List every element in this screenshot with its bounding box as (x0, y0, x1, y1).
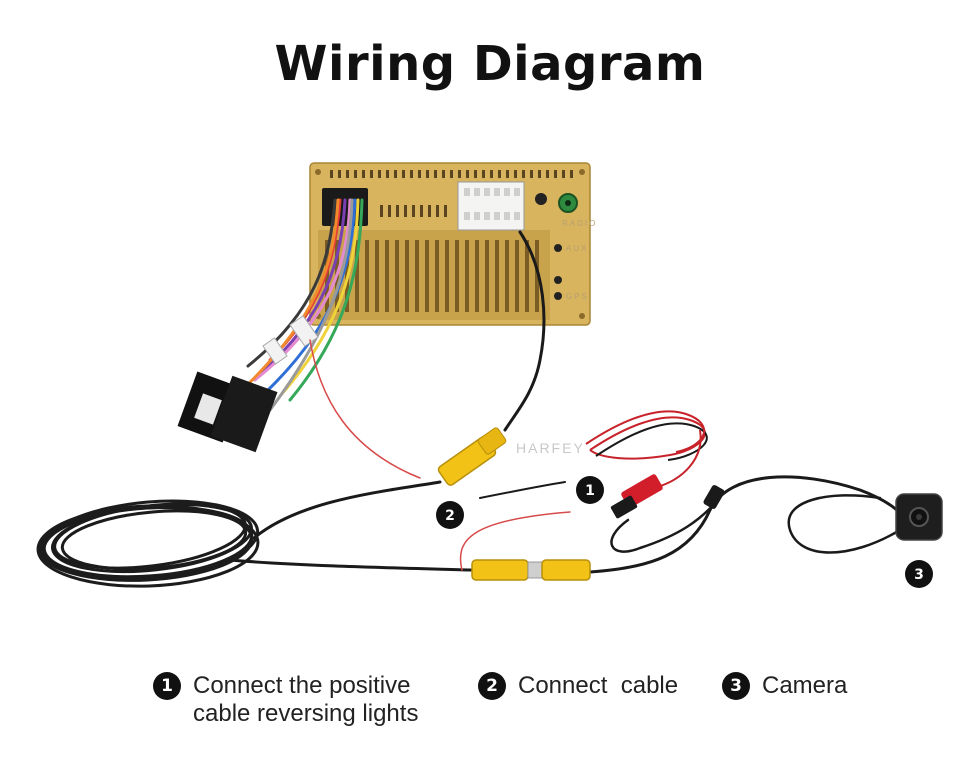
page-title: Wiring Diagram (274, 36, 706, 92)
legend-text-line1: Camera (762, 672, 848, 699)
svg-text:2: 2 (445, 508, 455, 524)
rca-connector-bottom (471, 559, 591, 581)
marker-1: 1 (576, 476, 604, 504)
svg-text:1: 1 (585, 483, 595, 499)
legend-badge: 3 (722, 672, 750, 700)
cable-coil (36, 499, 260, 588)
radio-label: RADIO (562, 219, 597, 228)
legend-item-3: 3 Camera (722, 672, 847, 700)
iso-connector (177, 371, 278, 453)
legend-text-line1: Connect the positive (193, 672, 411, 699)
marker-2: 2 (436, 501, 464, 529)
camera-icon (895, 493, 943, 541)
red-power-cable (585, 410, 708, 487)
gps-label: GPS (566, 292, 589, 301)
legend-badge: 2 (478, 672, 506, 700)
watermark-text: HARFEY (516, 440, 585, 456)
legend-item-2: 2 Connect cable (478, 672, 678, 700)
legend-text-line2: cable reversing lights (193, 700, 419, 727)
legend-item-1: 1 Connect the positive cable reversing l… (153, 672, 418, 728)
legend-badge: 1 (153, 672, 181, 700)
svg-text:3: 3 (914, 567, 924, 583)
marker-3: 3 (905, 560, 933, 588)
legend-text-line1: Connect cable (518, 672, 679, 699)
aux-label: AUX (566, 244, 588, 253)
rca-connector-top (437, 427, 507, 486)
